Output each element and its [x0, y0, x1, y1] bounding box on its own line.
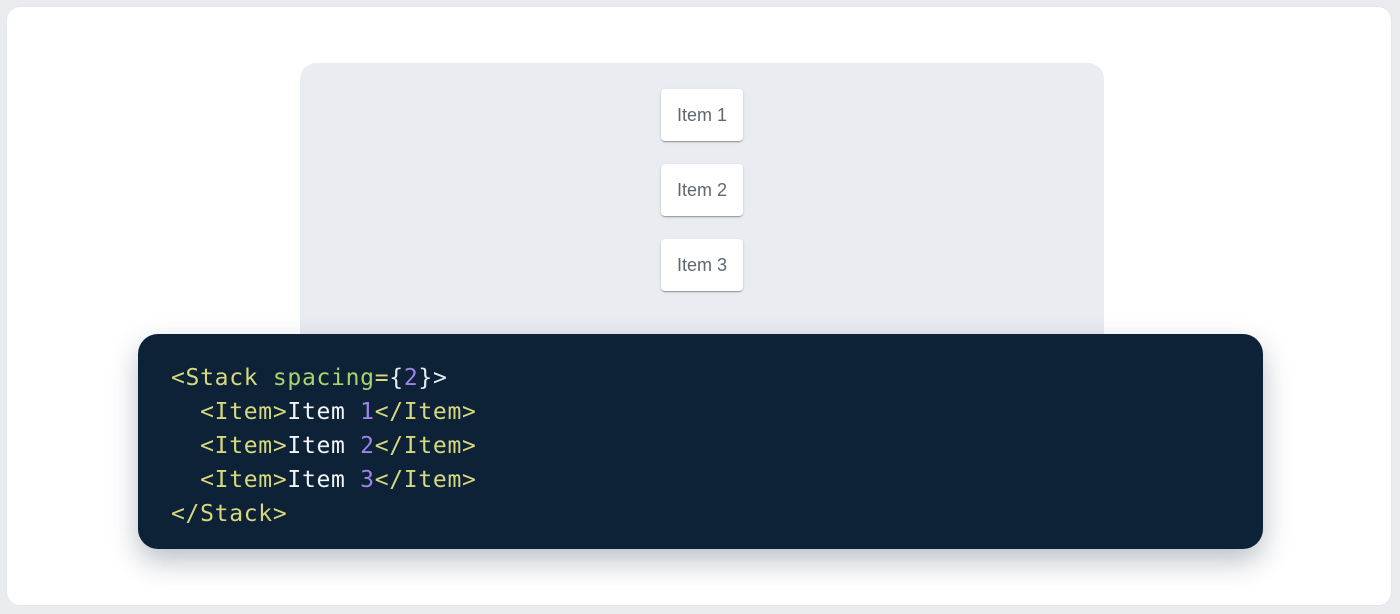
- stack-item: Item 3: [661, 239, 743, 291]
- stack-container: Item 1 Item 2 Item 3: [300, 63, 1104, 291]
- code-block: <Stack spacing={2}> <Item>Item 1</Item> …: [138, 334, 1263, 549]
- stack-item-label: Item 1: [676, 104, 728, 125]
- demo-panel: Item 1 Item 2 Item 3: [300, 63, 1104, 363]
- code-content: <Stack spacing={2}> <Item>Item 1</Item> …: [171, 365, 477, 527]
- stack-item-label: Item 2: [676, 179, 728, 200]
- stack-item: Item 1: [661, 89, 743, 141]
- stack-item-label: Item 3: [676, 254, 728, 275]
- stack-item: Item 2: [661, 164, 743, 216]
- page-card: Item 1 Item 2 Item 3 <Stack spacing={2}>…: [6, 6, 1392, 606]
